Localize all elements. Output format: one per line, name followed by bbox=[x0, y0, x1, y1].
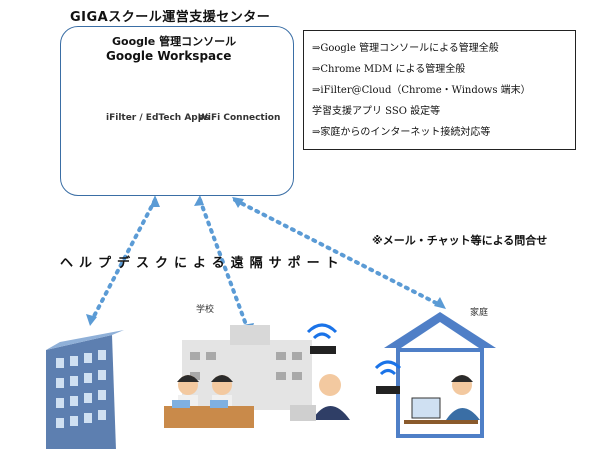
home-house-icon bbox=[374, 312, 496, 438]
arrowhead-building-down bbox=[86, 314, 97, 326]
google-workspace-label: Google Workspace bbox=[106, 49, 232, 63]
google-admin-console-label: Google 管理コンソール bbox=[112, 35, 237, 48]
support-center-title: GIGAスクール運営支援センター bbox=[70, 10, 271, 25]
arrowhead-home-up bbox=[232, 197, 244, 208]
arrowhead-school-up bbox=[194, 195, 204, 206]
arrow-to-building bbox=[90, 198, 157, 322]
service-item-sso: 学習支援アプリ SSO 設定等 bbox=[312, 106, 441, 117]
arrow-to-school bbox=[198, 198, 250, 332]
support-arrows bbox=[90, 198, 442, 332]
helpdesk-remote-support-label: ヘルプデスクによる遠隔サポート bbox=[60, 256, 345, 271]
services-list-box: ⇒Google 管理コンソールによる管理全般 ⇒Chrome MDM による管理… bbox=[303, 30, 576, 150]
contact-method-note: ※メール・チャット等による問合せ bbox=[372, 234, 548, 247]
wifi-connection-label: WiFi Connection bbox=[198, 113, 281, 123]
service-item-ifilter: ⇒iFilter@Cloud（Chrome・Windows 端末） bbox=[312, 85, 531, 96]
teacher bbox=[290, 374, 350, 421]
home-label: 家庭 bbox=[470, 308, 489, 318]
arrowhead-home-down bbox=[434, 297, 446, 309]
service-item-home-internet: ⇒家庭からのインターネット接続対応等 bbox=[312, 127, 491, 138]
school-label: 学校 bbox=[196, 305, 215, 315]
school-desk bbox=[164, 406, 254, 428]
arrowhead-building-up bbox=[150, 195, 160, 207]
arrow-to-home bbox=[233, 198, 442, 307]
office-building-icon bbox=[46, 330, 124, 449]
school-scene bbox=[164, 323, 350, 428]
ifilter-edtech-label: iFilter / EdTech Apps bbox=[106, 113, 210, 123]
home-student bbox=[446, 375, 480, 420]
support-center-box bbox=[60, 26, 294, 196]
service-item-chrome-mdm: ⇒Chrome MDM による管理全般 bbox=[312, 64, 466, 75]
service-item-google-console: ⇒Google 管理コンソールによる管理全般 bbox=[312, 43, 499, 54]
